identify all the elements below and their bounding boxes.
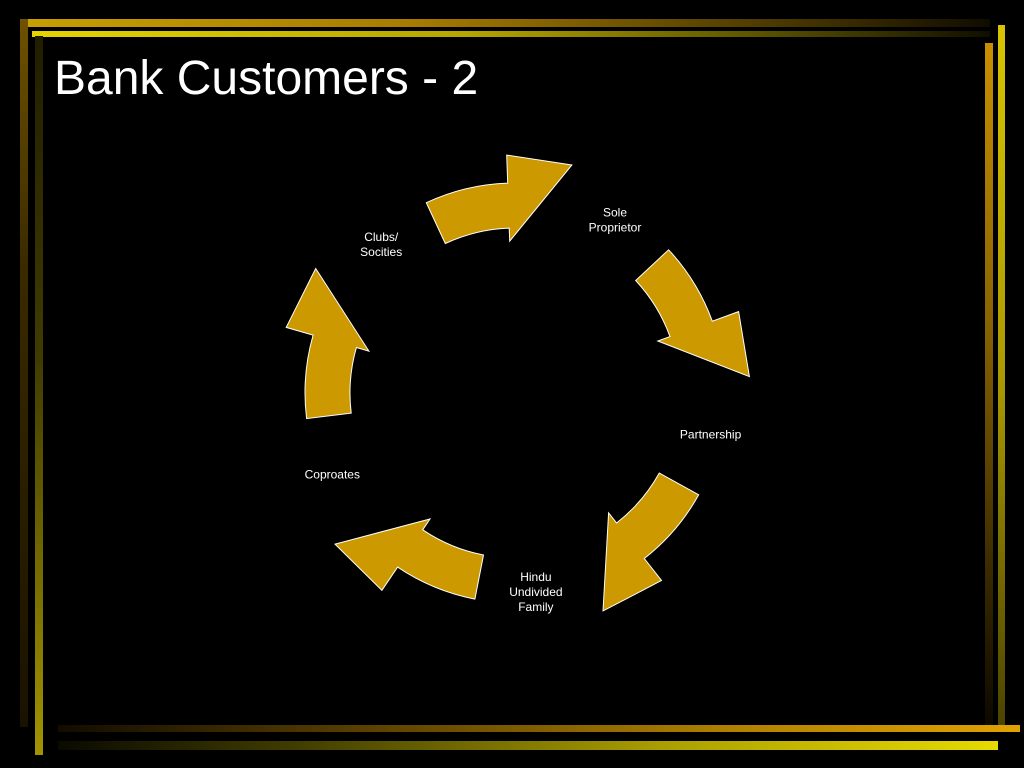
cycle-node-line: Undivided: [509, 585, 562, 599]
cycle-node-line: Coproates: [305, 467, 360, 481]
slide-title: Bank Customers - 2: [54, 52, 479, 105]
frame-top-bar-outer: [20, 19, 990, 27]
cycle-arrow-to-partnership: [634, 249, 751, 378]
cycle-node-line: Clubs/: [364, 230, 399, 244]
cycle-node-line: Family: [518, 600, 553, 614]
cycle-node-coproates: Coproates: [305, 467, 360, 481]
cycle-arrows: [285, 154, 751, 612]
cycle-node-line: Socities: [360, 245, 402, 259]
cycle-arrow-to-hindu-undivided-family: [602, 472, 700, 612]
cycle-node-line: Partnership: [680, 428, 742, 442]
cycle-node-clubs-socities: Clubs/Socities: [360, 230, 402, 259]
cycle-arrow-to-clubs-socities: [285, 267, 371, 420]
frame-left-bar-inner: [35, 36, 43, 755]
frame-top-bar-inner: [32, 31, 990, 37]
cycle-node-partnership: Partnership: [680, 428, 742, 442]
frame-right-bar-inner: [985, 43, 993, 727]
frame-bottom-bar-upper: [58, 725, 1020, 732]
frame-left-bar-outer: [20, 19, 28, 727]
cycle-node-line: Hindu: [520, 570, 551, 584]
cycle-arrow-to-coproates: [334, 518, 485, 600]
cycle-node-line: Proprietor: [589, 220, 642, 234]
cycle-arrow-to-sole-proprietor: [425, 154, 573, 245]
cycle-node-line: Sole: [603, 205, 627, 219]
frame-bottom-bar-lower: [58, 741, 998, 750]
frame-right-bar-outer: [998, 25, 1005, 732]
